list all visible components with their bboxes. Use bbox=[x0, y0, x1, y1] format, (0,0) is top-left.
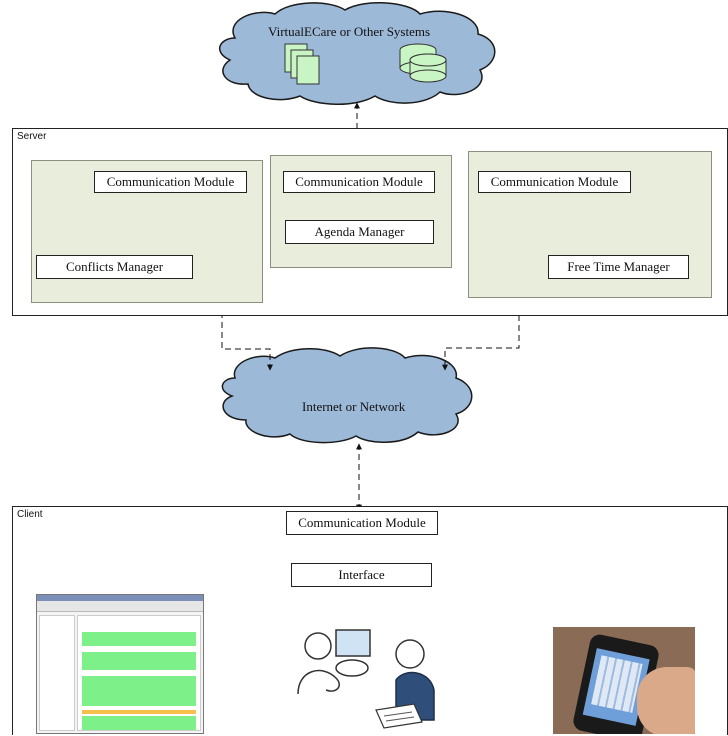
database-icon bbox=[399, 43, 447, 83]
documents-icon bbox=[284, 43, 320, 85]
server-right-communication-module: Communication Module bbox=[478, 171, 631, 193]
server-center-communication-module: Communication Module bbox=[283, 171, 435, 193]
client-communication-module: Communication Module bbox=[286, 511, 438, 535]
people-at-computer-illustration bbox=[297, 629, 435, 729]
client-label: Client bbox=[17, 509, 43, 520]
middle-cloud-label: Internet or Network bbox=[302, 399, 406, 414]
mobile-phone-photo bbox=[553, 627, 695, 734]
agenda-manager: Agenda Manager bbox=[285, 220, 434, 244]
server-left-communication-module: Communication Module bbox=[94, 171, 247, 193]
interface-box: Interface bbox=[291, 563, 432, 587]
top-cloud bbox=[218, 2, 496, 105]
conflicts-manager: Conflicts Manager bbox=[36, 255, 193, 279]
server-label: Server bbox=[17, 131, 47, 142]
top-cloud-label: VirtualECare or Other Systems bbox=[268, 24, 431, 39]
desktop-calendar-screenshot bbox=[36, 594, 204, 734]
middle-cloud bbox=[221, 347, 473, 444]
free-time-manager: Free Time Manager bbox=[548, 255, 689, 279]
